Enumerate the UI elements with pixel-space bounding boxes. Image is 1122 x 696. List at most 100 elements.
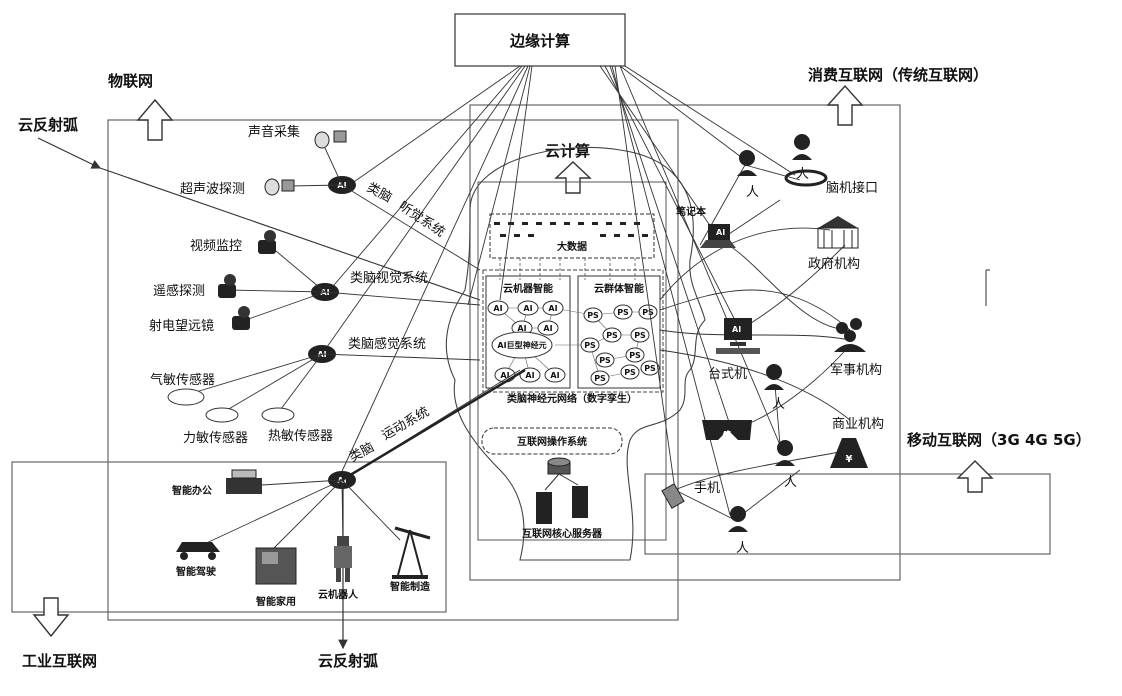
cloud-up-arrow [554, 161, 592, 194]
laptop-icon: AI [700, 224, 736, 248]
iot-up-arrow [136, 98, 174, 141]
heat-sensor-label: 热敏传感器 [268, 428, 333, 444]
phone-label: 手机 [694, 481, 720, 496]
person-label-5: 人 [736, 541, 749, 556]
ai-giant-neuron-node [491, 331, 553, 359]
ai-node-label: AI [548, 304, 557, 313]
edge-computing-label: 边缘计算 [509, 32, 570, 50]
printer-icon [226, 469, 262, 494]
robot-icon [334, 536, 352, 582]
gas-sensor-icon [167, 388, 205, 406]
person-icon-5 [728, 506, 748, 532]
commercial-label: 商业机构 [832, 417, 884, 432]
smart-office-label: 智能办公 [172, 484, 212, 497]
sound-sensor-icon [314, 130, 347, 149]
os-box [481, 427, 623, 455]
iot-label: 物联网 [108, 72, 153, 90]
servers-label: 互联网核心服务器 [522, 527, 603, 540]
cloud-machine-box [485, 275, 571, 389]
sound-sensor-label: 声音采集 [248, 124, 300, 140]
motor-system-label-b: 运动系统 [380, 404, 433, 443]
ai-hub-label: AI [320, 288, 329, 297]
gas-sensor-label: 气敏传感器 [150, 372, 215, 388]
ps-node-label: PS [644, 364, 656, 373]
mobile-frame [644, 473, 1051, 555]
ps-node-label: PS [624, 368, 636, 377]
neural-net-label: 类脑神经元网络（数字孪生） [507, 392, 637, 405]
os-label: 互联网操作系统 [517, 435, 587, 448]
phone-icon [661, 483, 685, 509]
ps-node: PS [613, 304, 633, 320]
oil-pump-icon [392, 526, 431, 579]
heat-sensor-icon [261, 407, 295, 423]
server-icon-2 [572, 486, 588, 518]
desktop-icon: AI [716, 318, 760, 354]
smart-driving-label: 智能驾驶 [176, 565, 216, 578]
router-icon [547, 457, 571, 475]
person-label-1: 人 [746, 185, 759, 200]
ai-node: AI [544, 367, 566, 383]
reflex-arc-in [37, 137, 102, 169]
cloud-core-frame [477, 181, 667, 541]
ps-node-label: PS [629, 351, 641, 360]
ps-node: PS [583, 307, 603, 323]
cloud-computing-label: 云计算 [545, 142, 590, 160]
ps-node: PS [620, 364, 640, 380]
smart-home-label: 智能家用 [256, 595, 296, 608]
ps-node: PS [640, 360, 660, 376]
force-sensor-label: 力敏传感器 [183, 430, 248, 446]
ai-node-label: AI [550, 371, 559, 380]
government-building-icon [817, 216, 859, 249]
ai-node-label: AI [525, 371, 534, 380]
ai-giant-neuron-label: AI巨型神经元 [497, 340, 546, 350]
bci-headband-icon [784, 169, 828, 187]
edge-computing-box [454, 13, 626, 67]
ai-node-label: AI [517, 324, 526, 333]
cloud-robot-label: 云机器人 [318, 588, 359, 601]
industrial-frame [11, 461, 447, 613]
remote-camera-icon [218, 274, 236, 298]
desktop-label: 台式机 [708, 367, 747, 382]
neural-net-frame [482, 269, 664, 393]
glasses-ai-text: AI [722, 430, 731, 439]
server-icon-1 [536, 492, 552, 524]
remote-sensor-label: 遥感探测 [153, 283, 205, 299]
cloud-reflex-arc-bottom-label: 云反射弧 [318, 652, 378, 670]
bci-label: 脑机接口 [826, 180, 878, 196]
ps-node-label: PS [634, 331, 646, 340]
ps-node: PS [580, 337, 600, 353]
vr-glasses-icon: AI [702, 420, 752, 440]
telescope-camera-icon [232, 306, 250, 330]
ultrasound-sensor-icon [264, 178, 295, 196]
ps-node: PS [602, 327, 622, 343]
laptop-label: 笔记本 [676, 205, 707, 218]
consumer-up-arrow [826, 84, 864, 126]
visual-system-label: 类脑视觉系统 [350, 271, 428, 286]
ai-node: AI [542, 300, 564, 316]
ps-node-label: PS [587, 311, 599, 320]
ai-node: AI [517, 300, 539, 316]
force-sensor-icon [205, 407, 239, 423]
ps-node: PS [590, 370, 610, 386]
government-label: 政府机构 [808, 257, 860, 272]
ps-node: PS [595, 352, 615, 368]
ai-node-label: AI [543, 324, 552, 333]
mobile-up-arrow [956, 460, 994, 493]
ps-node-label: PS [584, 341, 596, 350]
ps-node: PS [625, 347, 645, 363]
military-label: 军事机构 [830, 363, 882, 378]
person-icon-1 [737, 150, 757, 176]
mobile-net-label: 移动互联网（3G 4G 5G） [907, 431, 1091, 449]
cloud-group-box [577, 275, 661, 389]
motor-thick-link [341, 368, 526, 482]
money-bag-icon: ¥ [830, 438, 868, 468]
video-sensor-label: 视频监控 [190, 239, 242, 254]
ps-node: PS [638, 304, 658, 320]
industrial-down-arrow [32, 597, 70, 638]
sensory-system-label: 类脑感觉系统 [348, 336, 426, 352]
desktop-ai-text: AI [732, 325, 741, 334]
cloud-machine-label: 云机器智能 [503, 282, 553, 295]
